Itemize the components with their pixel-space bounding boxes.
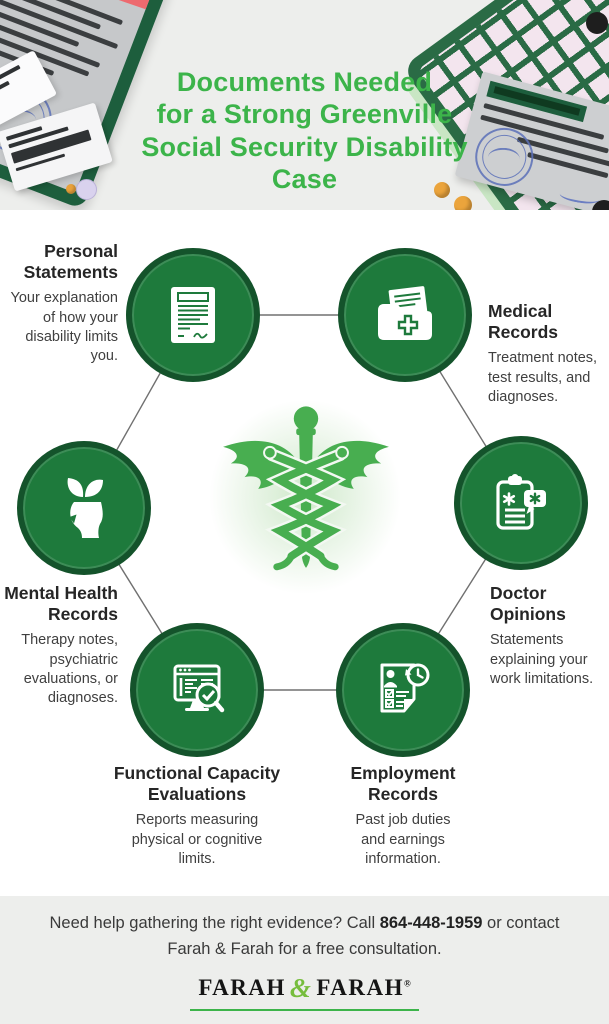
footer-cta: Need help gathering the right evidence? … — [45, 910, 565, 963]
header-banner: Documents Needed for a Strong Greenville… — [0, 0, 609, 210]
item-title: Personal Statements — [23, 241, 118, 282]
functional-capacity-circle — [130, 623, 264, 757]
label-doctor-opinions: Doctor Opinions Statements explaining yo… — [490, 583, 608, 689]
cta-text: Need help gathering the right evidence? … — [49, 914, 380, 932]
label-medical-records: Medical Records Treatment notes, test re… — [488, 301, 608, 407]
employment-history-icon — [380, 663, 430, 713]
label-mental-health-records: Mental Health Records Therapy notes, psy… — [0, 583, 118, 708]
pill-icon — [66, 184, 76, 194]
clipboard-opinion-icon — [496, 474, 546, 530]
item-description: Past job duties and earnings information… — [355, 812, 451, 867]
pill-icon — [76, 179, 97, 200]
employment-records-circle — [336, 623, 470, 757]
logo-text: FARAH — [316, 974, 404, 1000]
pen-tip-decoration — [592, 200, 609, 210]
evaluation-monitor-icon — [173, 664, 225, 713]
pill-icon — [454, 196, 472, 210]
pen-tip-decoration — [586, 12, 608, 34]
registered-mark: ® — [403, 978, 411, 989]
item-description: Statements explaining your work limitati… — [490, 632, 594, 687]
item-description: Your explanation of how your disability … — [10, 290, 119, 365]
label-functional-capacity: Functional Capacity Evaluations Reports … — [77, 763, 317, 869]
mental-health-records-circle — [17, 441, 151, 575]
footer-banner: Need help gathering the right evidence? … — [0, 896, 609, 1024]
phone-number: 864-448-1959 — [379, 914, 483, 932]
cta-text: or contact Farah & Farah for a free cons… — [167, 914, 560, 959]
item-title: Medical Records — [488, 301, 559, 342]
farah-and-farah-logo: FARAH&FARAH® — [190, 972, 419, 1011]
doctor-opinions-circle — [454, 436, 588, 570]
item-title: Doctor Opinions — [490, 583, 566, 624]
item-description: Reports measuring physical or cognitive … — [131, 812, 263, 867]
ampersand-icon: & — [289, 972, 313, 1003]
mental-health-head-icon — [67, 478, 103, 538]
personal-statements-circle — [126, 248, 260, 382]
item-description: Therapy notes, psychiatric evaluations, … — [21, 632, 118, 707]
item-title: Functional Capacity Evaluations — [113, 763, 281, 804]
label-employment-records: Employment Records Past job duties and e… — [283, 763, 523, 869]
pill-icon — [434, 182, 450, 198]
item-description: Treatment notes, test results, and diagn… — [488, 350, 598, 405]
page-title: Documents Needed for a Strong Greenville… — [141, 67, 468, 195]
document-signature-icon — [171, 287, 215, 343]
item-title: Mental Health Records — [4, 583, 118, 624]
logo-text: FARAH — [198, 974, 286, 1000]
medical-records-circle — [338, 248, 472, 382]
caduceus-icon — [223, 406, 389, 571]
item-title: Employment Records — [350, 763, 456, 804]
label-personal-statements: Personal Statements Your explanation of … — [6, 241, 119, 366]
medical-folder-icon — [378, 286, 432, 340]
